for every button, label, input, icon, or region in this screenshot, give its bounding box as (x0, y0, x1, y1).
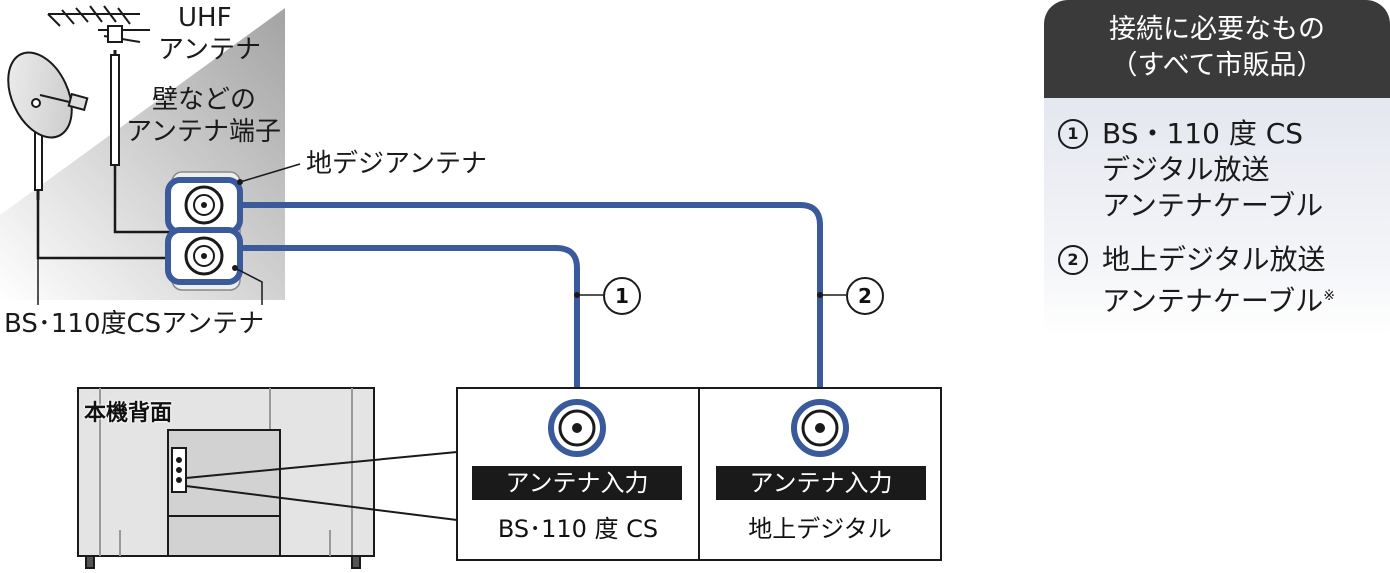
port-terrestrial-badge: アンテナ入力 (716, 466, 926, 500)
port-bs-connector (548, 399, 606, 457)
item-1-line3: アンテナケーブル (1102, 189, 1324, 222)
uhf-antenna (47, 5, 150, 166)
cable-number-2: 2 (846, 277, 884, 315)
cable-1 (240, 245, 580, 400)
tv-back (77, 387, 375, 569)
item-number-1: 1 (1058, 119, 1088, 149)
required-item-1: 1 BS・110 度 CS デジタル放送 アンテナケーブル (1058, 116, 1323, 222)
cable-2 (240, 202, 823, 400)
wall-connectors (165, 177, 243, 285)
port-bs-badge: アンテナ入力 (472, 466, 682, 500)
port-terrestrial-label: 地上デジタル (748, 515, 892, 543)
cable-number-1: 1 (603, 277, 641, 315)
wall-label-line1: 壁などの (152, 85, 257, 115)
wall-label-line2: アンテナ端子 (126, 117, 281, 147)
item-2-line2: アンテナケーブル (1102, 284, 1324, 318)
item-2-note: ※ (1323, 288, 1335, 304)
required-item-2: 2 地上デジタル放送 アンテナケーブル※ (1058, 242, 1335, 317)
item-1-line2: デジタル放送 (1102, 153, 1270, 186)
uhf-label-line1: UHF (178, 3, 232, 33)
port-bs-label: BS･110 度 CS (497, 515, 659, 543)
item-2-line1: 地上デジタル放送 (1102, 243, 1326, 276)
required-items-header: 接続に必要なもの （すべて市販品） (1044, 0, 1390, 98)
required-items-subtitle: （すべて市販品） (1110, 50, 1324, 81)
terrestrial-antenna-label: 地デジアンテナ (306, 149, 487, 179)
item-1-line1: BS・110 度 CS (1102, 117, 1304, 150)
port-terrestrial-connector (791, 399, 849, 457)
uhf-label-line2: アンテナ (158, 35, 261, 65)
bs-antenna-label: BS･110度CSアンテナ (4, 309, 265, 339)
tv-back-title: 本機背面 (84, 401, 173, 426)
item-number-2: 2 (1058, 245, 1088, 275)
required-items-body: 1 BS・110 度 CS デジタル放送 アンテナケーブル 2 地上デジタル放送… (1044, 98, 1390, 336)
bs-dish (7, 51, 89, 200)
required-items-panel: 接続に必要なもの （すべて市販品） 1 BS・110 度 CS デジタル放送 ア… (1044, 0, 1390, 336)
required-items-title: 接続に必要なもの (1109, 14, 1325, 45)
